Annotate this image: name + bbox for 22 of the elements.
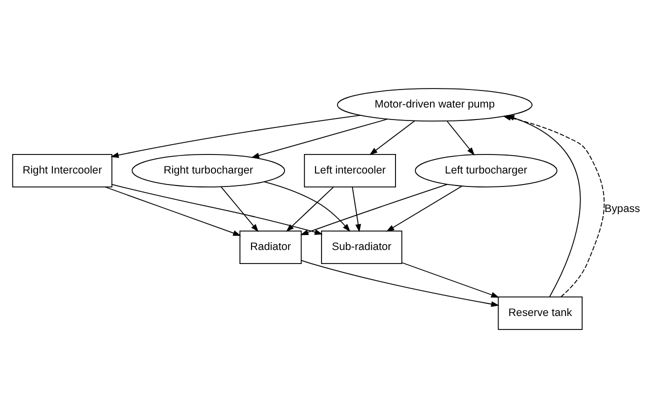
arrow [352,186,362,232]
arrow [301,260,500,307]
arrow [369,120,416,156]
node-box: Radiator [239,230,302,264]
node-box: Left intercooler [304,154,396,188]
arrow [104,186,242,236]
arrow [386,186,463,232]
node-box: Reserve tank [498,296,583,330]
node-box: Right Intercooler [12,154,112,188]
arrow [402,262,500,298]
arrow [264,181,350,232]
arrow [446,120,475,156]
node-ellipse: Right turbocharger [132,154,286,188]
arrow [112,184,323,235]
node-box: Sub-radiator [321,230,402,264]
edge-label: Bypass [604,202,640,215]
arrow [300,184,448,236]
arrow [220,186,259,232]
arrow [286,186,334,232]
arrow [251,118,388,158]
node-ellipse: Left turbocharger [414,154,558,188]
arrow [110,114,360,158]
